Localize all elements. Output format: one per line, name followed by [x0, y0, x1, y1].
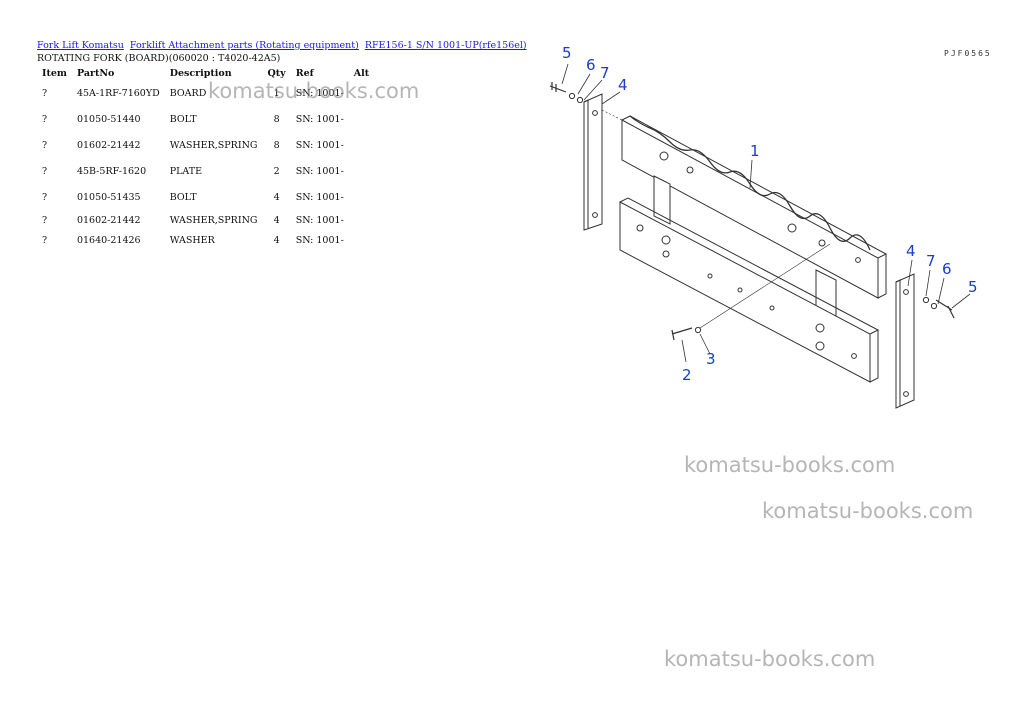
- cell-partno: 01602-21442: [76, 139, 141, 151]
- cell-item: ?: [42, 214, 48, 226]
- cell-item: ?: [42, 234, 48, 246]
- cell-alt: [349, 80, 379, 106]
- cell-ref: SN: 1001-: [295, 234, 344, 246]
- header-ref: Ref: [295, 67, 314, 79]
- cell-alt: [349, 184, 379, 210]
- header-description: Description: [169, 67, 232, 79]
- cell-item: ?: [42, 191, 48, 203]
- cell-ref: SN: 1001-: [295, 165, 344, 177]
- diagram-callout-2: 2: [682, 366, 692, 384]
- cell-alt: [349, 106, 379, 132]
- header-partno: PartNo: [76, 67, 115, 79]
- breadcrumb-link-model[interactable]: RFE156-1 S/N 1001-UP(rfe156el): [364, 40, 527, 51]
- page-subtitle: ROTATING FORK (BOARD)(060020 : T4020-42A…: [37, 53, 281, 64]
- cell-ref: SN: 1001-: [295, 139, 344, 151]
- cell-description: WASHER,SPRING: [169, 139, 258, 151]
- cell-qty: 4: [273, 214, 280, 226]
- cell-partno: 45A-1RF-7160YD: [76, 87, 160, 99]
- cell-qty: 8: [273, 113, 280, 125]
- diagram-callout-4: 4: [906, 242, 916, 260]
- cell-item: ?: [42, 113, 48, 125]
- cell-qty: 1: [273, 87, 280, 99]
- header-item: Item: [42, 67, 67, 79]
- parts-table: Item PartNo Description Qty Ref Alt ? 45…: [37, 66, 379, 250]
- cell-alt: [349, 210, 379, 230]
- table-row: ? 01602-21442 WASHER,SPRING 8 SN: 1001-: [37, 132, 379, 158]
- diagram-callout-5: 5: [562, 44, 572, 62]
- table-row: ? 45B-5RF-1620 PLATE 2 SN: 1001-: [37, 158, 379, 184]
- diagram-callout-7: 7: [600, 64, 610, 82]
- cell-partno: 01050-51435: [76, 191, 141, 203]
- cell-description: WASHER,SPRING: [169, 214, 258, 226]
- cell-alt: [349, 132, 379, 158]
- page-id: PJF0565: [944, 49, 992, 58]
- cell-description: BOLT: [169, 191, 197, 203]
- diagram-callout-6: 6: [586, 56, 596, 74]
- cell-partno: 01602-21442: [76, 214, 141, 226]
- cell-item: ?: [42, 87, 48, 99]
- watermark-text: komatsu-books.com: [664, 647, 876, 671]
- cell-ref: SN: 1001-: [295, 214, 344, 226]
- cell-qty: 4: [273, 234, 280, 246]
- cell-description: BOLT: [169, 113, 197, 125]
- cell-description: PLATE: [169, 165, 203, 177]
- cell-partno: 45B-5RF-1620: [76, 165, 147, 177]
- cell-item: ?: [42, 139, 48, 151]
- breadcrumb-link-forklift-komatsu[interactable]: Fork Lift Komatsu: [37, 40, 124, 51]
- cell-item: ?: [42, 165, 48, 177]
- table-row: ? 45A-1RF-7160YD BOARD 1 SN: 1001-: [37, 80, 379, 106]
- cell-partno: 01640-21426: [76, 234, 141, 246]
- table-row: ? 01602-21442 WASHER,SPRING 4 SN: 1001-: [37, 210, 379, 230]
- breadcrumb: Fork Lift Komatsu Forklift Attachment pa…: [37, 40, 530, 51]
- cell-alt: [349, 158, 379, 184]
- diagram-callout-7: 7: [926, 252, 936, 270]
- diagram-callout-5: 5: [968, 278, 978, 296]
- header-qty: Qty: [267, 67, 286, 79]
- breadcrumb-link-attachment-parts[interactable]: Forklift Attachment parts (Rotating equi…: [129, 40, 359, 51]
- cell-qty: 4: [273, 191, 280, 203]
- cell-partno: 01050-51440: [76, 113, 141, 125]
- cell-ref: SN: 1001-: [295, 87, 344, 99]
- header-alt: Alt: [353, 67, 370, 79]
- diagram-callout-6: 6: [942, 260, 952, 278]
- cell-ref: SN: 1001-: [295, 191, 344, 203]
- cell-ref: SN: 1001-: [295, 113, 344, 125]
- diagram-callout-4: 4: [618, 76, 628, 94]
- cell-description: BOARD: [169, 87, 207, 99]
- table-row: ? 01640-21426 WASHER 4 SN: 1001-: [37, 230, 379, 250]
- cell-description: WASHER: [169, 234, 215, 246]
- cell-qty: 8: [273, 139, 280, 151]
- table-header-row: Item PartNo Description Qty Ref Alt: [37, 66, 379, 80]
- diagram-callout-3: 3: [706, 350, 716, 368]
- cell-qty: 2: [273, 165, 280, 177]
- watermark-text: komatsu-books.com: [684, 453, 896, 477]
- watermark-text: komatsu-books.com: [762, 499, 974, 523]
- table-row: ? 01050-51440 BOLT 8 SN: 1001-: [37, 106, 379, 132]
- cell-alt: [349, 230, 379, 250]
- diagram-callout-1: 1: [750, 142, 760, 160]
- table-row: ? 01050-51435 BOLT 4 SN: 1001-: [37, 184, 379, 210]
